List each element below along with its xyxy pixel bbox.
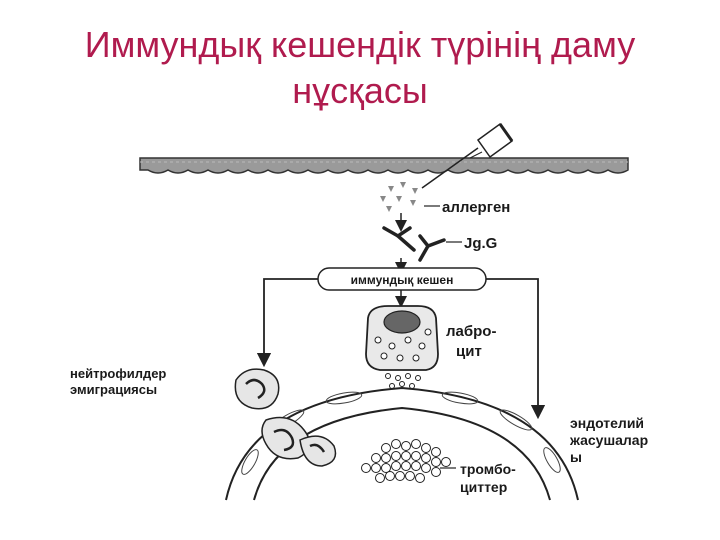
title-line-2: нұсқасы [292, 70, 428, 111]
label-allergen: аллерген [442, 199, 510, 216]
arrow-to-neutrophils [256, 278, 318, 368]
label-labrocyte-line1: лабро- [446, 323, 496, 340]
label-neutrophil-line1: нейтрофилдер [70, 366, 166, 381]
label-thrombo-line2: циттер [460, 479, 507, 495]
skin-layer [139, 157, 629, 174]
platelet-cluster [361, 439, 451, 483]
mast-cell-icon [365, 305, 439, 389]
label-endothelial-line1: эндотелий [570, 415, 644, 431]
label-neutrophil-line2: эмиграциясы [70, 382, 157, 397]
arrow-to-endothelium [486, 278, 546, 420]
label-igg: Jg.G [464, 235, 497, 252]
slide-title: Иммундық кешендік түрінің даму нұсқасы [40, 22, 680, 114]
neutrophil-icon [234, 368, 337, 467]
label-thrombo-line1: тромбо- [460, 461, 516, 477]
allergen-particles [380, 182, 418, 212]
syringe-icon [421, 122, 514, 189]
title-line-1: Иммундық кешендік түрінің даму [84, 24, 636, 65]
antibody-icon [382, 226, 446, 262]
label-labrocyte-line2: цит [456, 343, 482, 360]
blood-vessel [225, 386, 579, 501]
label-endothelial-line2: жасушалар [569, 432, 648, 448]
label-immune-complex: иммундық кешен [351, 273, 454, 287]
label-endothelial-line3: ы [570, 449, 582, 465]
